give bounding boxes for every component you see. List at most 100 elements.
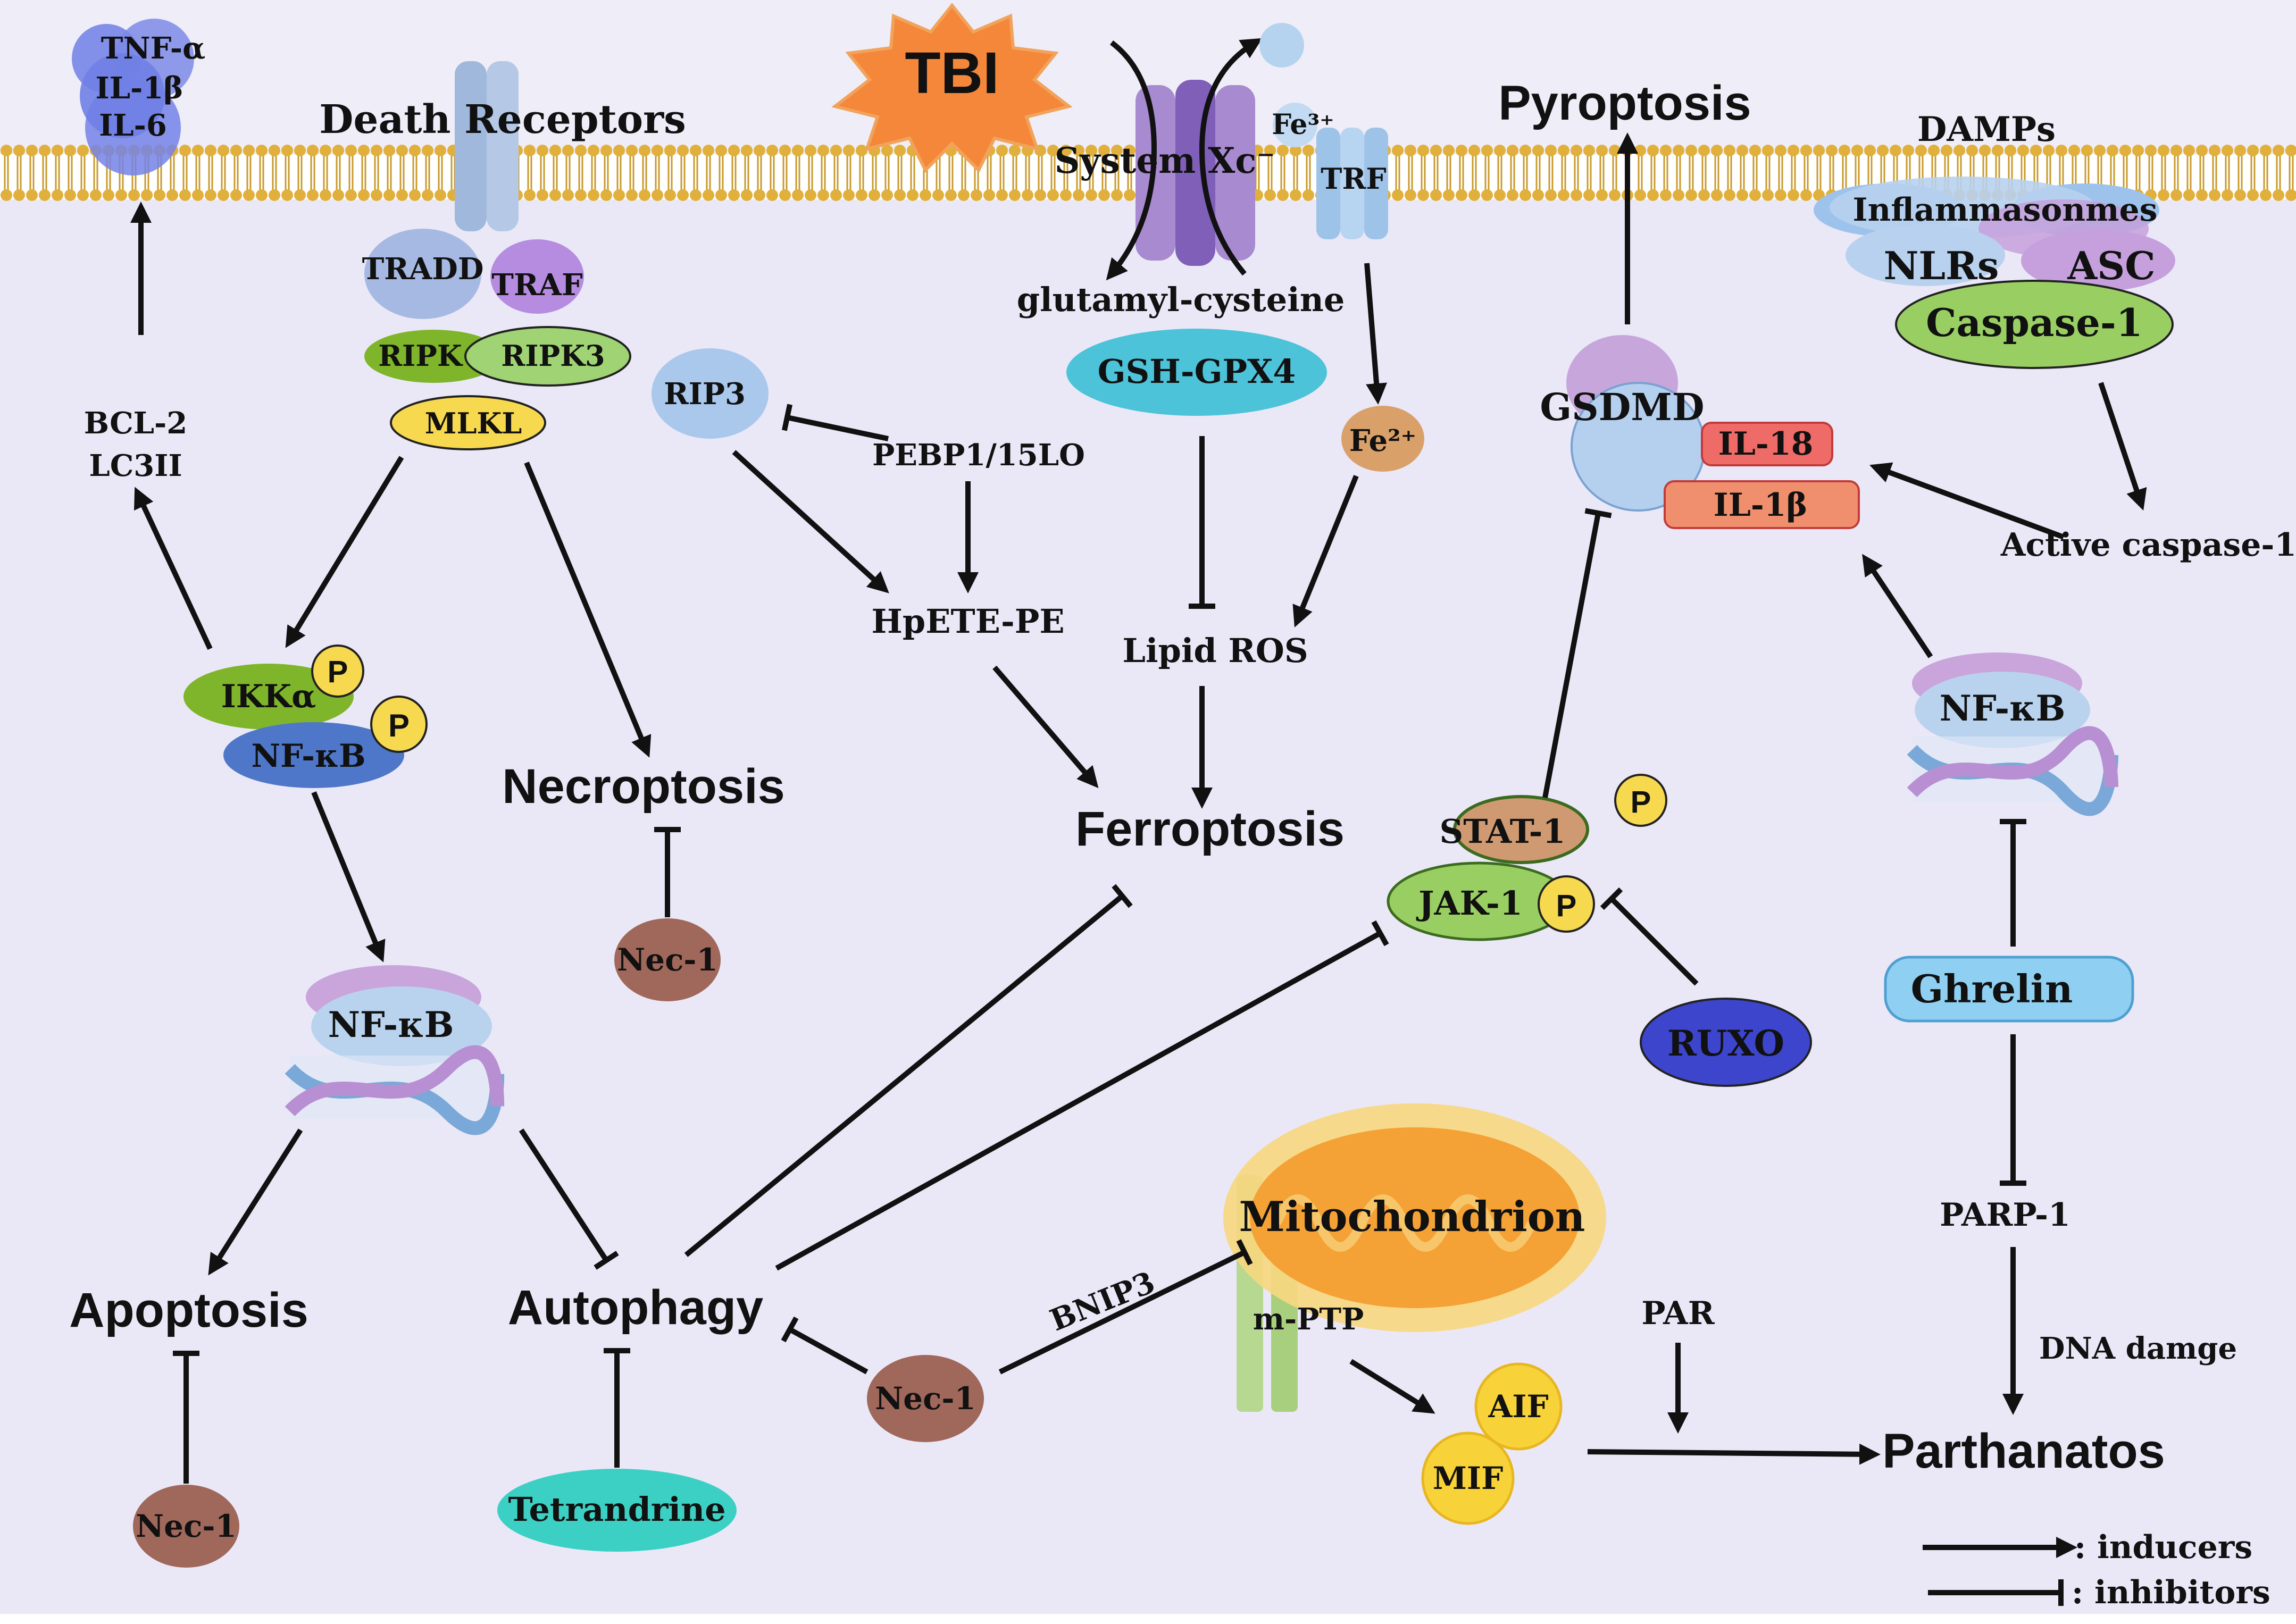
system-xc-label: System Xc⁻ (1055, 140, 1275, 181)
ikka-label: IKKα (221, 678, 316, 715)
fe2-label: Fe²⁺ (1349, 423, 1416, 458)
phospho-icon (1614, 774, 1667, 827)
nfkb-shape (223, 722, 404, 788)
inducer-arrows (130, 132, 2147, 1465)
apoptosis-label: Apoptosis (69, 1283, 308, 1337)
parp1-label: PARP-1 (1940, 1196, 2070, 1234)
ruxo-label: RUXO (1667, 1023, 1784, 1064)
system-xc-transporter: System Xc⁻ (1055, 23, 1304, 281)
nfkb-dna-complex-left: NF-κB (285, 965, 505, 1135)
nfkb-left-label: NF-κB (328, 1004, 454, 1045)
ripk-label: RIPK (378, 339, 463, 373)
il1b-label: IL-1β (1714, 487, 1808, 524)
caspase1-shape (1895, 280, 2174, 369)
legend: : inducers : inhibitors (1923, 1529, 2270, 1611)
phospho-icon (311, 644, 364, 698)
trf-label: TRF (1321, 162, 1386, 196)
nec1-apoptosis-label: Nec-1 (136, 1508, 237, 1544)
phospho-icon (370, 696, 428, 753)
nec1-autophagy-label: Nec-1 (875, 1380, 976, 1417)
necroptosis-label: Necroptosis (502, 759, 785, 814)
pebp-label: PEBP1/15LO (872, 438, 1085, 473)
tetrandrine-shape (497, 1469, 737, 1552)
nec1-necroptosis-shape (614, 918, 721, 1001)
nec1-necroptosis-label: Nec-1 (617, 942, 718, 978)
tnf-label: TNF-α (101, 31, 205, 66)
tbi-label: TBI (905, 40, 999, 106)
ruxo-shape (1640, 998, 1812, 1087)
mlkl-shape (390, 395, 546, 450)
inhibitor-lines (173, 404, 2026, 1484)
lipid-ros-label: Lipid ROS (1122, 631, 1308, 670)
nlrs-label: NLRs (1884, 243, 1999, 288)
aif-shape (1474, 1362, 1563, 1451)
death-receptors-label: Death Receptors (319, 97, 686, 143)
phospho-icon (1538, 875, 1595, 933)
mlkl-label: MLKL (425, 406, 522, 440)
stat1-shape (1453, 795, 1589, 864)
gsdmd-complex: GSDMD IL-18 IL-1β (1540, 335, 1860, 529)
ghrelin-label: Ghrelin (1911, 966, 2073, 1011)
il6-label: IL-6 (99, 108, 167, 143)
jak-stat-complex: STAT-1 P JAK-1 P (1387, 774, 1667, 941)
ikka-shape (183, 664, 354, 730)
glutamyl-cysteine-label: glutamyl-cysteine (1017, 280, 1345, 319)
nfkb-right-label: NF-κB (1940, 688, 2066, 729)
mitochondrion-label: Mitochondrion (1239, 1193, 1585, 1241)
il18-box (1701, 422, 1833, 466)
autophagy-label: Autophagy (508, 1280, 763, 1335)
tetrandrine-label: Tetrandrine (508, 1490, 725, 1529)
transferrin-receptor: Fe³⁺ TRF (1272, 103, 1388, 239)
death-receptor: Death Receptors TRADD TRAF RIPK RIPK3 ML… (319, 61, 686, 450)
asc-label: ASC (2067, 243, 2155, 288)
il1b-box (1664, 480, 1860, 529)
mptp-label: m-PTP (1253, 1302, 1364, 1337)
caspase1-label: Caspase-1 (1926, 300, 2143, 345)
phospho-label: P (328, 655, 348, 689)
mif-label: MIF (1433, 1460, 1504, 1496)
pyroptosis-label: Pyroptosis (1498, 76, 1751, 130)
nfkb-dna-complex-right: NF-κB (1907, 652, 2118, 816)
ripk3-shape (464, 326, 631, 387)
ripk-shape (364, 330, 503, 383)
cystine-molecule (1259, 23, 1304, 68)
parthanatos-label: Parthanatos (1882, 1424, 2165, 1478)
ikk-complex: IKKα P NF-κB P (183, 644, 428, 788)
il1b-cytokine-label: IL-1β (96, 71, 183, 106)
ripk3-label: RIPK3 (501, 339, 605, 373)
legend-inhibitors-label: : inhibitors (2072, 1574, 2270, 1611)
lc3-label: LC3II (89, 448, 182, 483)
rip3-label: RIP3 (664, 376, 746, 412)
nfkb-ikk-label: NF-κB (251, 738, 365, 775)
il18-label: IL-18 (1718, 425, 1814, 463)
aif-label: AIF (1488, 1388, 1548, 1425)
jak1-label: JAK-1 (1416, 884, 1523, 923)
legend-inducers-label: : inducers (2074, 1529, 2252, 1566)
ghrelin-shape (1884, 956, 2134, 1023)
tradd-shape (364, 229, 481, 319)
traf-label: TRAF (491, 267, 583, 303)
tradd-label: TRADD (362, 252, 484, 287)
hpete-label: HpETE-PE (871, 602, 1064, 641)
par-label: PAR (1641, 1295, 1715, 1332)
fe2-shape (1341, 406, 1424, 472)
ferroptosis-label: Ferroptosis (1075, 802, 1345, 856)
cytoplasm-region (0, 199, 2296, 1614)
mitochondrion: Mitochondrion (1223, 1103, 1606, 1412)
mif-shape (1421, 1432, 1515, 1525)
gsdmd-label: GSDMD (1540, 385, 1704, 429)
bcl2-label: BCL-2 (84, 406, 188, 441)
tbi-burst: TBI (831, 3, 1073, 173)
phospho-label: P (388, 708, 410, 743)
traf-shape (490, 239, 584, 314)
phospho-label: P (1631, 785, 1651, 819)
damps-label: DAMPs (1917, 110, 2056, 149)
inflammasome-complex: Inflammasonmes NLRs ASC Caspase-1 (1814, 177, 2175, 369)
stat1-label: STAT-1 (1440, 812, 1566, 851)
phospho-label: P (1556, 889, 1577, 923)
gsh-gpx4-shape (1066, 329, 1327, 416)
inflammasomes-label: Inflammasonmes (1853, 191, 2158, 229)
nec1-autophagy-shape (867, 1355, 984, 1442)
nec1-apoptosis-shape (133, 1485, 239, 1568)
